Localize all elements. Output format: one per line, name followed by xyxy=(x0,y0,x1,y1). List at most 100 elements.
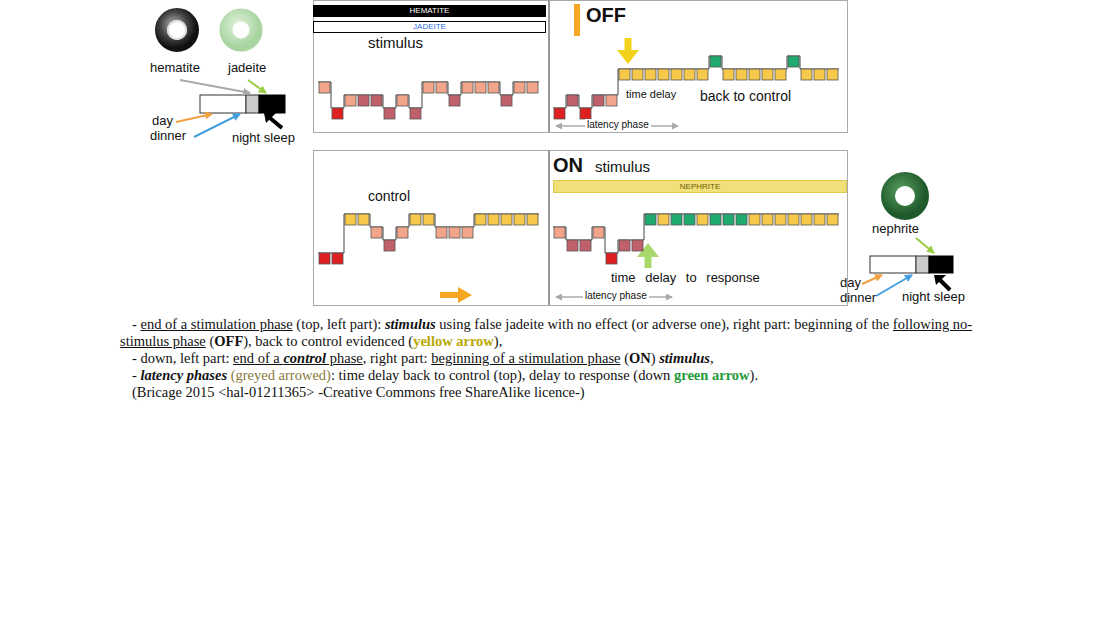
state-chip xyxy=(749,214,760,225)
state-chip xyxy=(397,95,408,106)
state-chip xyxy=(332,108,343,119)
state-chip xyxy=(436,227,447,238)
day-segment xyxy=(870,256,916,273)
caption-text: OFF xyxy=(214,333,243,349)
bar-label: HEMATITE xyxy=(410,7,450,15)
caption-text: stimulus xyxy=(385,316,436,332)
caption: - end of a stimulation phase (top, left … xyxy=(120,316,1010,401)
state-chip xyxy=(645,69,656,80)
annotation-label: stimulus xyxy=(368,34,423,51)
state-chip xyxy=(736,69,747,80)
ring-highlight xyxy=(168,21,186,39)
state-chip xyxy=(671,69,682,80)
state-chip xyxy=(801,69,812,80)
phase-divider xyxy=(548,150,550,305)
state-chip xyxy=(697,214,708,225)
state-chip xyxy=(384,240,395,251)
panel-frame xyxy=(314,151,848,306)
state-chip xyxy=(358,214,369,225)
step-line xyxy=(553,56,839,108)
caption-text: end of a xyxy=(233,350,283,366)
state-chip xyxy=(775,214,786,225)
state-chip xyxy=(319,253,330,264)
state-chip xyxy=(501,95,512,106)
caption-text: beginning of a stimulation phase xyxy=(431,350,620,366)
state-chip xyxy=(462,227,473,238)
caption-text: end of a stimulation phase xyxy=(140,316,292,332)
caption-line: (Bricage 2015 <hal-01211365> -Creative C… xyxy=(120,384,1010,401)
bar-label: JADEITE xyxy=(413,23,446,31)
annotation-label: dinner xyxy=(840,291,876,306)
state-chip xyxy=(788,56,799,67)
caption-text: stimulus xyxy=(659,350,710,366)
annotation-label: day xyxy=(840,276,861,291)
state-chip xyxy=(775,69,786,80)
state-chip xyxy=(801,214,812,225)
phase-divider xyxy=(548,0,550,132)
state-chip xyxy=(527,214,538,225)
state-chip xyxy=(319,82,330,93)
state-chip xyxy=(475,214,486,225)
state-chip xyxy=(567,240,578,251)
caption-text: (greyed arrowed) xyxy=(231,367,331,383)
state-chip xyxy=(449,227,460,238)
annotation-label: back to control xyxy=(700,88,791,104)
state-chip xyxy=(710,56,721,67)
stimulus-bar: NEPHRITE xyxy=(553,180,847,193)
state-chip xyxy=(527,82,538,93)
state-chip xyxy=(514,214,525,225)
orange-arrowhead xyxy=(458,287,472,303)
state-chip xyxy=(593,95,604,106)
stimulus-bar: JADEITE xyxy=(313,21,546,33)
green-arrow xyxy=(645,256,652,268)
caption-text: , right part: xyxy=(363,350,431,366)
state-chip xyxy=(554,227,565,238)
state-chip xyxy=(619,69,630,80)
caption-text: - xyxy=(132,316,140,332)
state-chip xyxy=(606,95,617,106)
caption-text: ), xyxy=(494,333,502,349)
annotation-label: hematite xyxy=(150,61,200,76)
annotation-label: control xyxy=(368,188,410,204)
step-line xyxy=(318,214,539,253)
jadeite-ring xyxy=(226,15,256,45)
caption-text: green arrow xyxy=(674,367,750,383)
state-chip xyxy=(814,69,825,80)
state-chip xyxy=(723,69,734,80)
pointer-arrow xyxy=(916,238,934,253)
caption-text: ) xyxy=(651,350,659,366)
night-segment xyxy=(929,256,953,273)
state-chip xyxy=(345,95,356,106)
caption-text: - down, left part: xyxy=(132,350,233,366)
caption-line: - end of a stimulation phase (top, left … xyxy=(120,316,1010,350)
state-chip xyxy=(606,253,617,264)
state-chip xyxy=(488,82,499,93)
state-chip xyxy=(658,214,669,225)
annotation-label: latency phase xyxy=(585,119,651,131)
panel-frame xyxy=(314,1,848,133)
step-line xyxy=(318,82,539,108)
state-chip xyxy=(645,214,656,225)
yellow-arrow xyxy=(625,38,632,50)
state-chip xyxy=(410,108,421,119)
caption-text: , xyxy=(710,350,714,366)
state-chip xyxy=(488,214,499,225)
dinner-segment xyxy=(246,95,259,113)
annotation-label: jadeite xyxy=(228,61,266,76)
state-chip xyxy=(632,240,643,251)
hematite-ring xyxy=(161,14,193,46)
annotation-label: time delay xyxy=(626,88,676,101)
state-chip xyxy=(697,69,708,80)
night-segment xyxy=(259,95,285,113)
bar-label: NEPHRITE xyxy=(680,183,720,191)
state-chip xyxy=(332,253,343,264)
annotation-label: night sleep xyxy=(232,131,295,146)
caption-text: yellow arrow xyxy=(413,333,494,349)
caption-text: ON xyxy=(629,350,651,366)
nephrite-ring xyxy=(888,179,922,213)
annotation-label: latency phase xyxy=(583,290,649,302)
state-chip xyxy=(814,214,825,225)
state-chip xyxy=(436,82,447,93)
state-chip xyxy=(449,95,460,106)
